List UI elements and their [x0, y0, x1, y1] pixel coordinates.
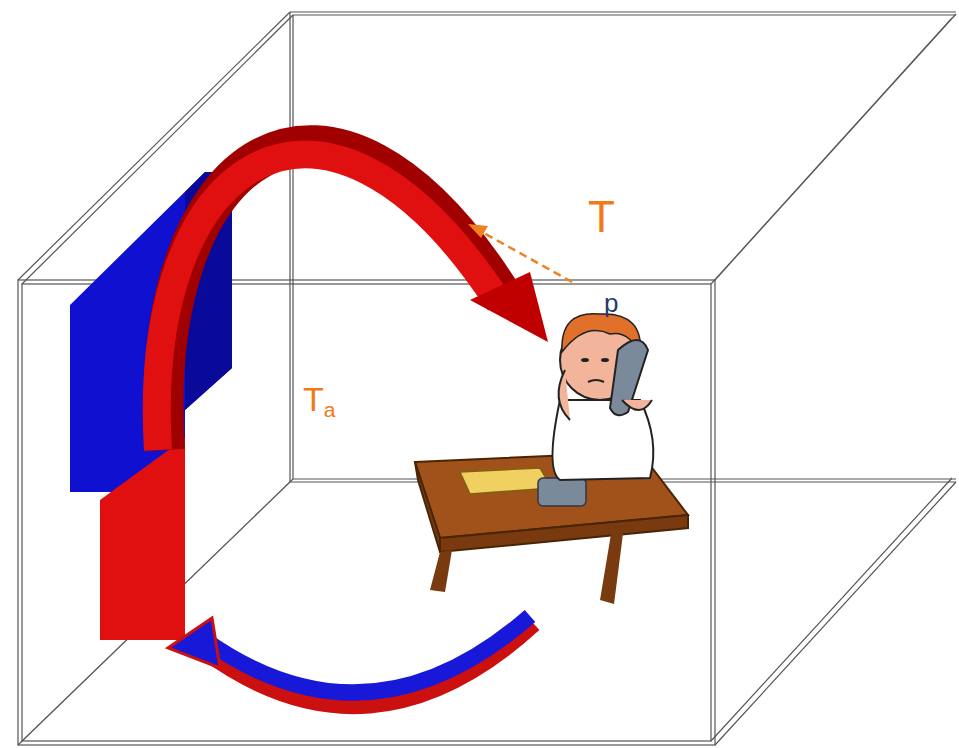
gradient-arrow — [468, 224, 572, 282]
temperature-label: T — [588, 195, 615, 239]
radiator-hot-panel — [100, 438, 185, 640]
pressure-label: p — [604, 290, 618, 316]
ambient-temperature-label: Ta — [303, 382, 336, 416]
room-wireframe — [18, 12, 956, 745]
office-worker — [553, 314, 654, 480]
return-flow-arrow — [168, 616, 532, 703]
warm-flow-arrow — [157, 145, 548, 450]
